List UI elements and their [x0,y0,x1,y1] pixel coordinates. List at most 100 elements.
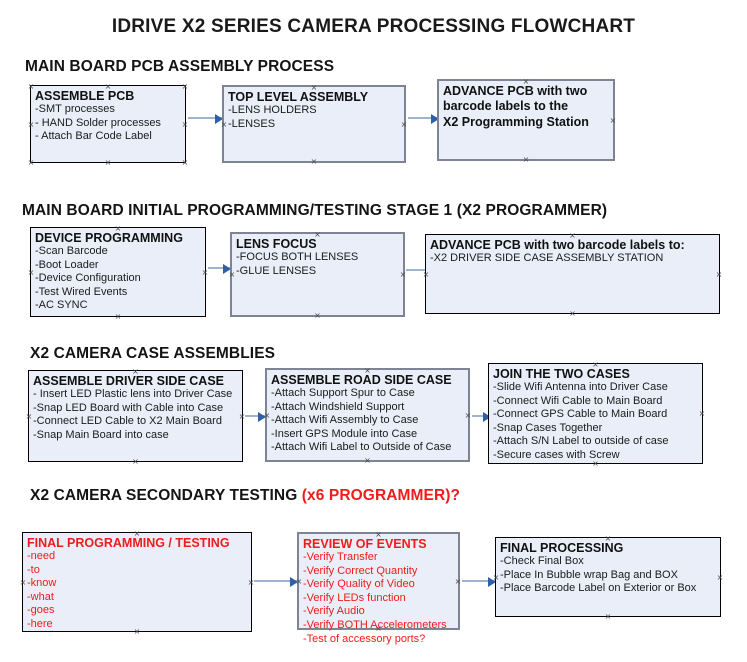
section-heading-3: X2 CAMERA CASE ASSEMBLIES [30,345,275,363]
node-title: FINAL PROCESSING [500,541,624,555]
node-item-list: -SMT processes - HAND Solder processes -… [35,103,185,144]
connector-shaft [188,117,222,119]
list-item-overflow: -Test of accessory ports? [303,632,426,645]
resize-handle[interactable] [569,310,576,317]
connector-shaft [254,580,297,582]
resize-handle[interactable] [28,159,35,166]
connector-arrow [208,264,231,274]
node-title: DEVICE PROGRAMMING [35,231,183,245]
resize-handle[interactable] [115,313,122,320]
list-item: -FOCUS BOTH LENSES [236,251,359,263]
connector-shaft [406,269,434,271]
node-item-list: -Slide Wifi Antenna into Driver Case -Co… [493,381,702,463]
list-item: -Snap Cases Together [493,421,603,434]
list-item: -to [27,563,40,576]
section-heading-1: MAIN BOARD PCB ASSEMBLY PROCESS [25,58,334,76]
node-title: FINAL PROGRAMMING / TESTING [27,536,230,550]
list-item: -Attach Windshield Support [271,400,405,413]
node-lens-focus[interactable]: LENS FOCUS -FOCUS BOTH LENSES -GLUE LENS… [230,232,405,317]
node-title: TOP LEVEL ASSEMBLY [228,90,369,104]
node-item-list: barcode labels to the X2 Programming Sta… [443,98,613,130]
section-heading-1-text: MAIN BOARD PCB ASSEMBLY PROCESS [25,58,335,75]
node-advance-pcb-programming-station[interactable]: ADVANCE PCB with two barcode labels to t… [437,79,615,161]
node-final-programming-testing[interactable]: FINAL PROGRAMMING / TESTING -need -to -k… [22,532,252,632]
resize-handle[interactable] [182,159,189,166]
connector-shaft [208,267,230,269]
list-item: -Attach Support Spur to Case [271,387,415,399]
node-item-list: -Attach Support Spur to Case -Attach Win… [271,387,468,455]
list-item: - Attach Bar Code Label [35,130,152,143]
node-title: ASSEMBLE DRIVER SIDE CASE [33,374,225,388]
list-item: -Device Configuration [35,272,141,285]
list-item: -SMT processes [35,103,115,115]
connector-arrow [408,114,439,124]
node-title: JOIN THE TWO CASES [493,367,630,381]
list-item: -Boot Loader [35,258,99,271]
node-item-list: - Insert LED Plastic lens into Driver Ca… [33,388,242,442]
connector-shaft [472,415,490,417]
connector-shaft [462,580,495,582]
page-title: IDRIVE X2 SERIES CAMERA PROCESSING FLOWC… [111,16,636,37]
list-item: -what [27,590,54,603]
list-item: -know [27,577,57,590]
resize-handle[interactable] [132,458,139,465]
node-title: ADVANCE PCB with two barcode labels to: [430,238,685,252]
list-item: -X2 DRIVER SIDE CASE ASSEMBLY STATION [430,252,664,264]
node-assemble-pcb[interactable]: ASSEMBLE PCB -SMT processes - HAND Solde… [30,85,186,163]
list-item: - Insert LED Plastic lens into Driver Ca… [33,388,233,400]
list-item: -Verify Transfer [303,551,378,563]
node-title: ASSEMBLE ROAD SIDE CASE [271,373,452,387]
resize-handle[interactable] [364,457,371,464]
arrow-head-icon [258,412,266,422]
resize-handle[interactable] [523,156,530,163]
list-item: -need [27,550,56,562]
node-title: ADVANCE PCB with two [443,84,588,98]
resize-handle[interactable] [314,312,321,319]
list-item: -Snap LED Board with Cable into Case [33,401,224,414]
arrow-head-icon [290,577,298,587]
section-heading-2-text: MAIN BOARD INITIAL PROGRAMMING/TESTING S… [22,202,608,219]
node-item-list: -Scan Barcode -Boot Loader -Device Confi… [35,245,205,313]
arrow-head-icon [431,114,439,124]
node-review-of-events[interactable]: REVIEW OF EVENTS -Verify Transfer -Verif… [297,532,460,645]
section-heading-4-text: X2 CAMERA SECONDARY TESTING [30,487,302,504]
arrow-head-icon [223,264,231,274]
list-item: -Scan Barcode [35,245,108,257]
node-assemble-road-side-case[interactable]: ASSEMBLE ROAD SIDE CASE -Attach Support … [265,368,470,462]
node-item-list: -X2 DRIVER SIDE CASE ASSEMBLY STATION [430,252,719,266]
node-item-list: -FOCUS BOTH LENSES -GLUE LENSES [236,251,403,278]
list-item: -Attach Wifi Label to Outside of Case [271,441,452,454]
node-title: REVIEW OF EVENTS [303,537,427,551]
list-item: -Secure cases with Screw [493,448,620,461]
list-item: -Place In Bubble wrap Bag and BOX [500,568,678,581]
node-item-list: -LENS HOLDERS -LENSES [228,104,404,131]
node-assemble-driver-side-case[interactable]: ASSEMBLE DRIVER SIDE CASE - Insert LED P… [28,370,243,462]
resize-handle[interactable] [605,613,612,620]
list-item: -goes [27,604,55,617]
node-device-programming[interactable]: DEVICE PROGRAMMING -Scan Barcode -Boot L… [30,227,206,317]
connector-arrow [254,577,298,587]
connector-arrow [188,114,223,124]
resize-handle[interactable] [105,159,112,166]
list-item: -Connect GPS Cable to Main Board [493,408,668,421]
node-top-level-assembly[interactable]: TOP LEVEL ASSEMBLY -LENS HOLDERS -LENSES [222,85,406,163]
list-item: -Place Barcode Label on Exterior or Box [500,582,697,595]
list-item: -AC SYNC [35,299,88,312]
node-advance-pcb-driver-side-station[interactable]: ADVANCE PCB with two barcode labels to: … [425,234,720,314]
arrow-head-icon [488,577,496,587]
list-item: X2 Programming Station [443,115,589,129]
node-item-list: -Verify Transfer -Verify Correct Quantit… [303,551,458,646]
list-item: -Verify LEDs function [303,591,406,604]
node-join-the-two-cases[interactable]: JOIN THE TWO CASES -Slide Wifi Antenna i… [488,363,703,464]
resize-handle[interactable] [311,158,318,165]
list-item: -Verify Audio [303,605,365,618]
connector-arrow [472,412,491,422]
node-final-processing[interactable]: FINAL PROCESSING -Check Final Box -Place… [495,537,721,617]
list-item: -Verify BOTH Accelerometers [303,618,447,631]
list-item: -Verify Correct Quantity [303,564,418,577]
resize-handle[interactable] [716,271,723,278]
node-item-list: -Check Final Box -Place In Bubble wrap B… [500,555,720,596]
list-item: -Insert GPS Module into Case [271,427,418,440]
connector-arrow [462,577,496,587]
